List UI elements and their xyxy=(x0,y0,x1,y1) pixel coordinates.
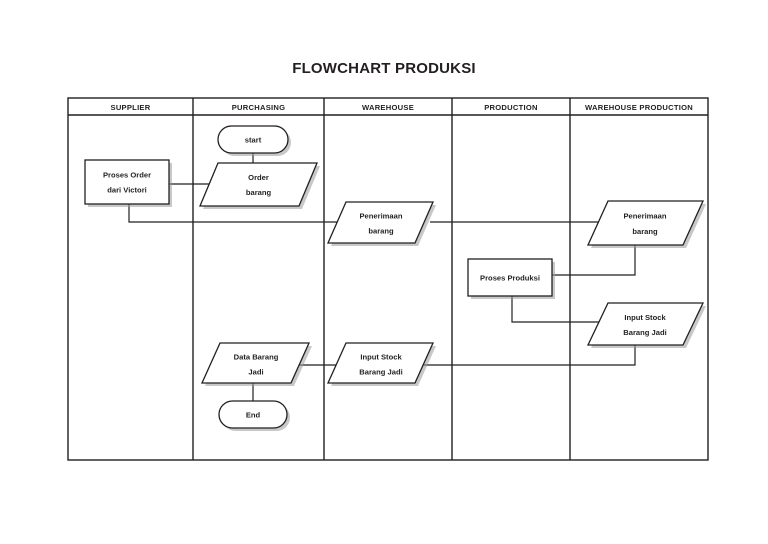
node-end[interactable]: End xyxy=(218,400,290,431)
connector-proses-produksi-to-input-stock-wp xyxy=(511,296,612,323)
lane-outer-border xyxy=(67,97,709,461)
input-stock-wh-label-line2: Barang Jadi xyxy=(359,368,402,377)
input-stock-wh-label-line1: Input Stock xyxy=(360,353,402,362)
penerimaan-wp-label-line1: Penerimaan xyxy=(623,212,666,221)
lane-header-purchasing: PURCHASING xyxy=(232,103,286,112)
penerimaan-wp-shape xyxy=(586,200,705,246)
lane-header-warehouse-production: WAREHOUSE PRODUCTION xyxy=(585,103,693,112)
order-barang-shape xyxy=(199,162,318,207)
penerimaan-wp-label-line2: barang xyxy=(632,227,658,236)
connector-penerimaan-wp-to-proses-produksi xyxy=(552,245,636,276)
node-penerimaan-barang-warehouse[interactable]: Penerimaan barang xyxy=(327,201,436,246)
proses-order-shape xyxy=(84,159,170,205)
node-start[interactable]: start xyxy=(217,125,291,156)
lane-header-production: PRODUCTION xyxy=(484,103,538,112)
data-barang-jadi-label-line1: Data Barang xyxy=(234,353,279,362)
connector-input-stock-wp-to-input-stock-wh xyxy=(352,345,636,366)
connector-proses-order-to-penerimaan xyxy=(128,204,352,223)
node-order-barang[interactable]: Order barang xyxy=(199,162,320,209)
input-stock-wp-shape xyxy=(586,302,705,346)
end-label: End xyxy=(246,411,261,420)
node-input-stock-warehouse-production[interactable]: Input Stock Barang Jadi xyxy=(586,302,706,348)
input-stock-wh-shape xyxy=(326,342,435,384)
node-penerimaan-barang-warehouse-production[interactable]: Penerimaan barang xyxy=(586,200,706,248)
data-barang-jadi-shape xyxy=(200,342,311,384)
proses-order-label-line1: Proses Order xyxy=(103,171,151,180)
lane-header-supplier: SUPPLIER xyxy=(111,103,151,112)
input-stock-wp-label-line1: Input Stock xyxy=(624,313,666,322)
node-proses-produksi[interactable]: Proses Produksi xyxy=(467,258,555,299)
proses-produksi-shape xyxy=(467,258,553,297)
proses-produksi-label: Proses Produksi xyxy=(480,274,540,283)
penerimaan-wh-label-line2: barang xyxy=(368,227,394,236)
proses-order-label-line2: dari Victori xyxy=(107,186,147,195)
penerimaan-wh-label-line1: Penerimaan xyxy=(359,212,402,221)
order-barang-label-line2: barang xyxy=(246,188,272,197)
input-stock-wp-label-line2: Barang Jadi xyxy=(623,328,666,337)
lane-header-warehouse: WAREHOUSE xyxy=(362,103,414,112)
data-barang-jadi-label-line2: Jadi xyxy=(248,368,263,377)
order-barang-label-line1: Order xyxy=(248,173,269,182)
lane-headers: SUPPLIER PURCHASING WAREHOUSE PRODUCTION… xyxy=(111,103,693,112)
node-input-stock-warehouse[interactable]: Input Stock Barang Jadi xyxy=(326,342,436,386)
page-title: FLOWCHART PRODUKSI xyxy=(292,60,476,77)
start-label: start xyxy=(245,136,262,145)
penerimaan-wh-shape xyxy=(327,201,434,244)
end-terminator-shape xyxy=(218,400,288,429)
node-data-barang-jadi[interactable]: Data Barang Jadi xyxy=(200,342,312,386)
start-terminator-shape xyxy=(217,125,289,154)
node-proses-order[interactable]: Proses Order dari Victori xyxy=(84,159,172,207)
swimlane-frame xyxy=(67,97,709,461)
